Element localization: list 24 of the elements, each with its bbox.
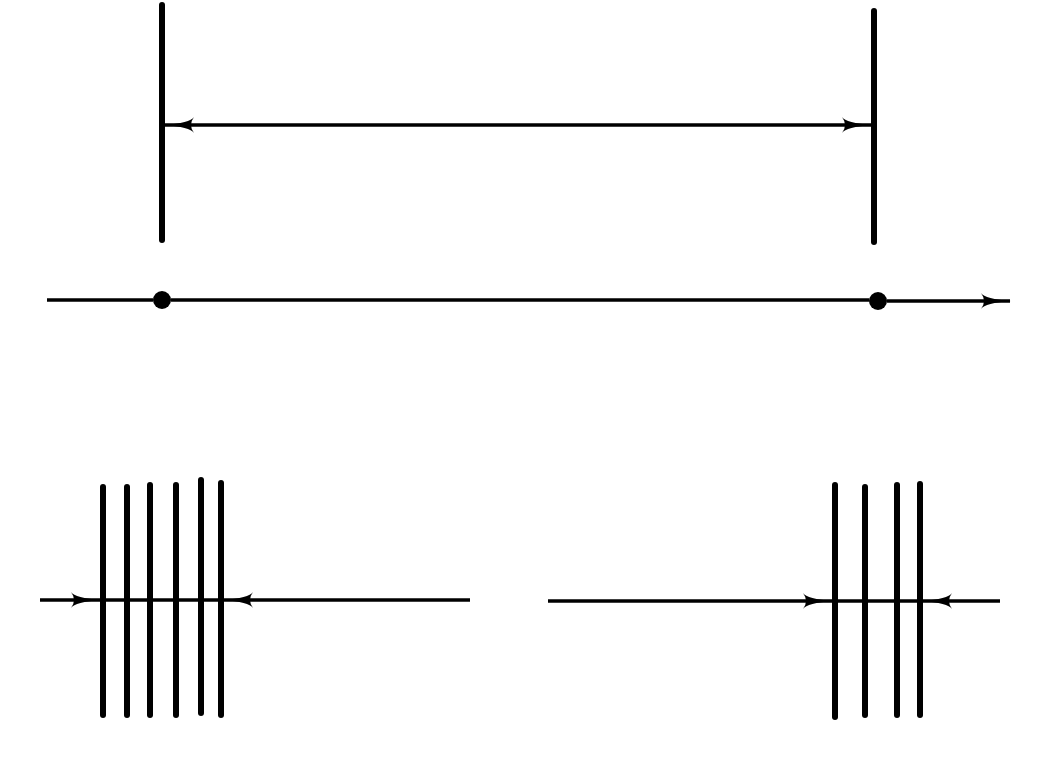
connector-line <box>47 298 153 302</box>
vertical-bar <box>218 480 224 718</box>
vertical-bar <box>173 482 179 718</box>
connector-line <box>130 598 147 602</box>
vertical-bar <box>100 484 106 718</box>
connector-line <box>153 598 173 602</box>
vertical-bar <box>198 477 204 716</box>
vertical-bar <box>917 481 923 718</box>
connector-line <box>204 598 218 602</box>
dot <box>869 292 887 310</box>
vertical-bar <box>124 484 130 718</box>
vertical-bar <box>147 482 153 718</box>
vertical-bar <box>871 8 877 245</box>
connector-line <box>900 599 917 603</box>
vertical-bar <box>894 482 900 718</box>
connector-line <box>179 598 198 602</box>
dot <box>153 291 171 309</box>
connector-line <box>106 598 124 602</box>
vertical-bar <box>832 482 838 720</box>
vertical-bar <box>862 484 868 718</box>
connector-line <box>838 599 862 603</box>
vertical-bar <box>159 2 165 243</box>
connector-line <box>868 599 894 603</box>
connector-line <box>171 298 869 302</box>
